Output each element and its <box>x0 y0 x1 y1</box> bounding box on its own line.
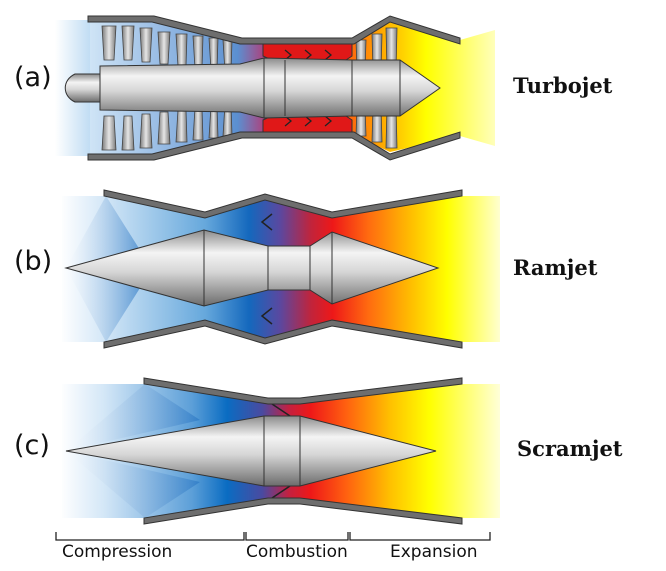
engine-name-scramjet: Scramjet <box>517 436 623 461</box>
ramjet-flame-holder-upper <box>260 213 273 231</box>
scramjet-injectors <box>271 403 291 499</box>
stage-brackets <box>55 532 491 541</box>
scramjet-shock-lower <box>66 451 200 518</box>
ramjet-shock-lower <box>66 268 140 342</box>
scramjet-casing <box>143 377 463 525</box>
turbojet-engine <box>55 15 495 161</box>
ramjet-spindle <box>64 229 440 307</box>
turbojet-nose-cone <box>64 73 101 103</box>
turbojet-spindle <box>99 57 441 119</box>
scramjet-shock-upper <box>66 384 200 451</box>
engine-name-turbojet: Turbojet <box>513 73 613 98</box>
ramjet-shock-upper <box>66 196 140 268</box>
panel-letter-a: (a) <box>14 62 52 93</box>
panel-letter-b: (b) <box>14 246 52 277</box>
stage-label-expansion: Expansion <box>390 542 478 562</box>
turbojet-casing <box>87 15 461 161</box>
ramjet-casing <box>103 189 463 349</box>
turbojet-compressor <box>101 25 233 151</box>
stage-label-compression: Compression <box>62 542 172 562</box>
panel-letter-c: (c) <box>14 430 50 461</box>
engine-name-ramjet: Ramjet <box>513 255 598 280</box>
stage-label-combustion: Combustion <box>246 542 348 562</box>
ramjet-engine <box>62 189 500 349</box>
scramjet-engine <box>62 377 500 525</box>
ramjet-flame-holder-lower <box>260 307 273 325</box>
